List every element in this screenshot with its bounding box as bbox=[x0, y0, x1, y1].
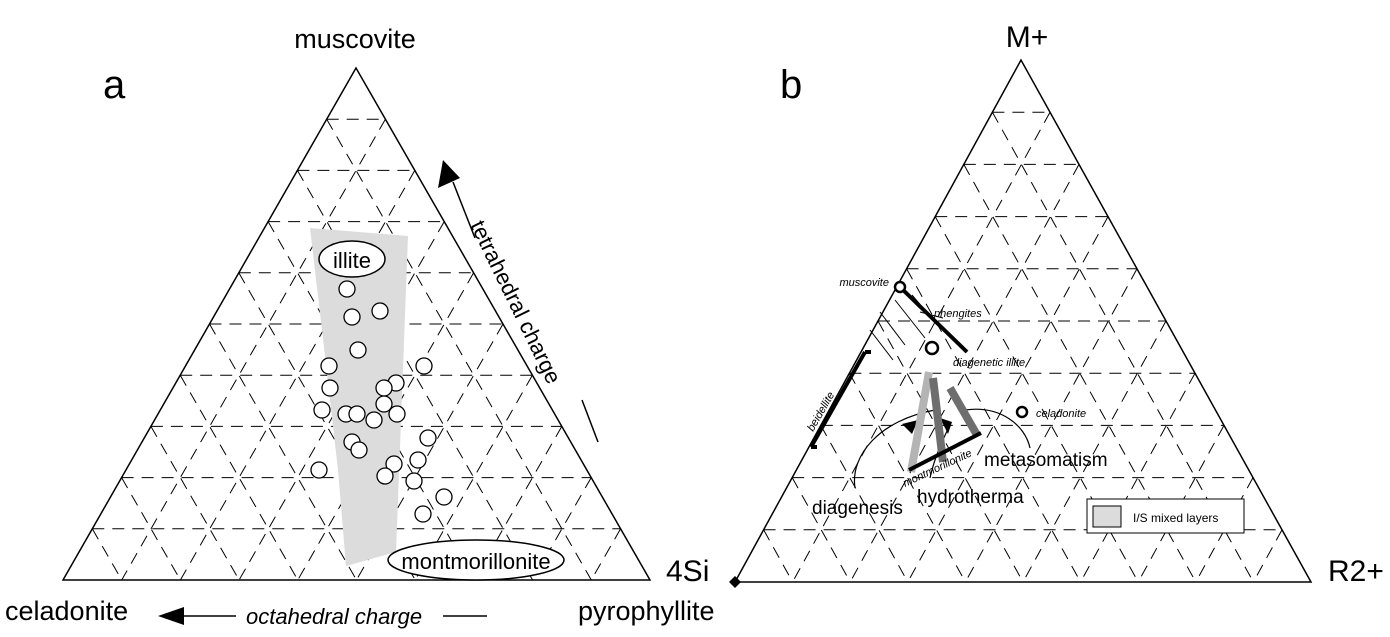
tetrahedral-charge-label: tetrahedral charge bbox=[466, 216, 567, 387]
grid-line bbox=[91, 528, 123, 581]
octahedral-arrow-head bbox=[158, 607, 184, 625]
panel-b-dashed-grid bbox=[763, 111, 1283, 583]
composition-point bbox=[385, 455, 403, 473]
panel-b: b M+ 4Si R2+ muscovite phengites diagene… bbox=[666, 21, 1384, 588]
hydrotherma-label: hydrotherma bbox=[917, 487, 1024, 508]
composition-point bbox=[371, 302, 389, 320]
composition-point bbox=[405, 472, 423, 490]
composition-point bbox=[415, 357, 433, 375]
tetrahedral-arrow-head bbox=[438, 160, 460, 188]
is-trend-light bbox=[907, 371, 933, 473]
composition-point bbox=[409, 451, 427, 469]
celadonite-label: celadonite bbox=[1036, 408, 1086, 420]
diagenetic-illite-label: diagenetic illite bbox=[953, 357, 1025, 369]
panel-a: illite montmorillonite a muscovite celad… bbox=[5, 24, 715, 629]
panel-b-letter: b bbox=[780, 63, 802, 107]
composition-point bbox=[338, 280, 356, 298]
illite-smectite-field bbox=[310, 228, 408, 566]
panel-b-triangle bbox=[733, 58, 1313, 583]
illite-label: illite bbox=[333, 248, 371, 273]
montmorillonite-oval bbox=[387, 539, 565, 581]
apex-mplus-label: M+ bbox=[1006, 21, 1049, 54]
octahedral-charge-label: octahedral charge bbox=[246, 604, 422, 629]
composition-point bbox=[376, 467, 394, 485]
hydrothermal-arrow-head bbox=[940, 418, 952, 434]
grid-line bbox=[820, 425, 909, 583]
composition-point bbox=[348, 405, 366, 423]
panel-a-letter: a bbox=[103, 63, 126, 107]
montmorillonite-line bbox=[908, 431, 982, 472]
composition-point bbox=[365, 411, 383, 429]
grid-line bbox=[877, 320, 1024, 583]
composition-point bbox=[343, 308, 361, 326]
apex-celadonite-label: celadonite bbox=[5, 596, 128, 626]
illite-oval bbox=[318, 240, 386, 278]
composition-point bbox=[320, 357, 338, 375]
muscovite-label: muscovite bbox=[839, 277, 889, 289]
apex-pyrophyllite-label: pyrophyllite bbox=[578, 596, 715, 626]
beidellite-line bbox=[809, 351, 867, 448]
composition-point bbox=[414, 505, 432, 523]
composition-point bbox=[349, 341, 367, 359]
panel-a-composition-points bbox=[310, 280, 453, 523]
grid-line bbox=[791, 477, 851, 583]
apex-4si-label: 4Si bbox=[666, 555, 709, 588]
composition-point bbox=[388, 405, 406, 423]
metasomatism-arc bbox=[964, 408, 1031, 449]
legend-label: I/S mixed layers bbox=[1133, 511, 1218, 525]
grid-line bbox=[326, 118, 592, 581]
phengites-label: phengites bbox=[933, 308, 982, 320]
montmorillonite-label: montmorillonite bbox=[401, 549, 550, 574]
apex-r2plus-label: R2+ bbox=[1328, 555, 1384, 588]
grid-line bbox=[121, 118, 386, 581]
grid-line bbox=[849, 164, 1080, 583]
composition-point bbox=[435, 488, 453, 506]
apex-muscovite-label: muscovite bbox=[294, 24, 416, 54]
is-trend-dark-1 bbox=[929, 377, 947, 463]
grid-line bbox=[1252, 529, 1283, 583]
composition-point bbox=[321, 379, 339, 397]
celadonite-marker bbox=[1015, 405, 1029, 419]
composition-point bbox=[419, 429, 437, 447]
composition-point bbox=[375, 379, 393, 397]
diagenesis-label: diagenesis bbox=[812, 498, 903, 519]
composition-point bbox=[375, 395, 393, 413]
grid-line bbox=[209, 323, 357, 581]
tetrahedral-dash bbox=[581, 399, 599, 443]
composition-point bbox=[313, 401, 331, 419]
grid-line bbox=[150, 426, 240, 581]
diagenetic-illite-marker bbox=[924, 340, 940, 356]
legend: I/S mixed layers bbox=[1086, 498, 1245, 534]
metasomatism-label: metasomatism bbox=[984, 450, 1108, 471]
phengites-line bbox=[898, 285, 969, 354]
is-trend-dark-2 bbox=[946, 386, 981, 437]
grid-line bbox=[590, 528, 622, 581]
grid-line bbox=[763, 529, 794, 583]
composition-point bbox=[350, 441, 368, 459]
panel-a-triangle bbox=[61, 66, 652, 581]
grid-line bbox=[792, 111, 1051, 583]
4si-apex-marker bbox=[729, 576, 741, 588]
composition-point bbox=[310, 461, 328, 479]
grid-line bbox=[907, 216, 1109, 583]
diagenesis-arrow-head bbox=[902, 420, 918, 434]
tetrahedral-arrow-shaft bbox=[452, 181, 476, 239]
muscovite-marker bbox=[893, 280, 907, 294]
grid-line bbox=[1022, 320, 1167, 583]
legend-swatch bbox=[1092, 505, 1122, 528]
